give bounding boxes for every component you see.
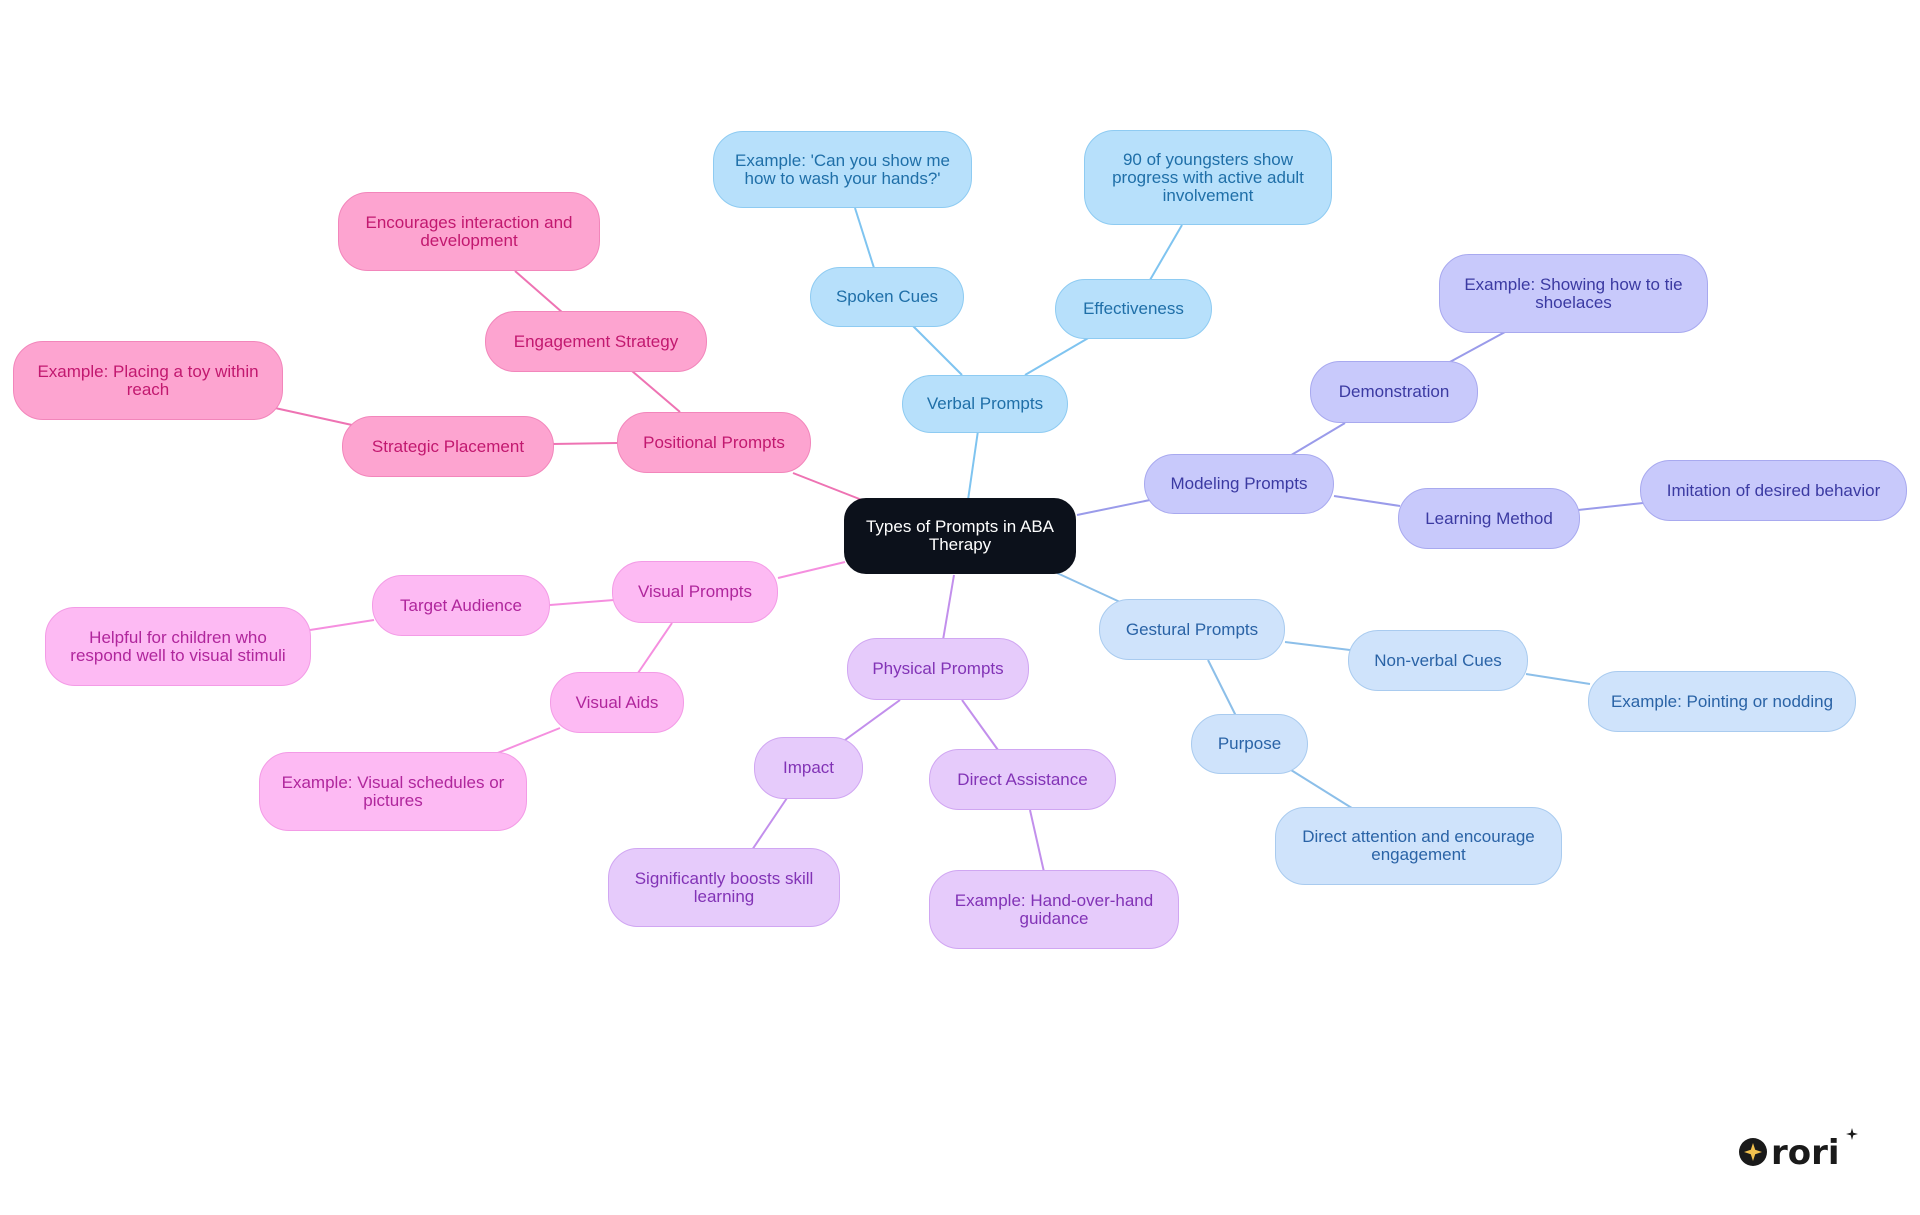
node-non-verbal-cues[interactable]: Non-verbal Cues (1348, 630, 1528, 691)
edge-positional-strategic (551, 442, 618, 445)
edge-nonverbal-example (1525, 673, 1591, 685)
edge-physical-impact (844, 699, 901, 741)
edge-visual-target (549, 599, 615, 606)
leaf-strategic-example[interactable]: Example: Placing a toy within reach (13, 341, 283, 420)
node-purpose[interactable]: Purpose (1191, 714, 1308, 774)
leaf-imitation[interactable]: Imitation of desired behavior (1640, 460, 1907, 521)
node-impact[interactable]: Impact (754, 737, 863, 799)
edge-gestural-purpose (1207, 659, 1237, 717)
logo-sparkle-icon (1846, 1128, 1858, 1140)
edge-strategic-example (274, 407, 353, 426)
edge-aids-example (489, 727, 561, 757)
branch-positional-prompts[interactable]: Positional Prompts (617, 412, 811, 473)
branch-gestural-prompts[interactable]: Gestural Prompts (1099, 599, 1285, 660)
edge-modeling-learning (1333, 495, 1401, 507)
node-spoken-cues[interactable]: Spoken Cues (810, 267, 964, 327)
logo-star-icon (1744, 1143, 1762, 1161)
edge-gestural-nonverbal (1284, 641, 1351, 651)
edge-verbal-spoken (911, 324, 963, 376)
node-effectiveness[interactable]: Effectiveness (1055, 279, 1212, 339)
edge-impact-example (751, 797, 788, 851)
leaf-target-helpful[interactable]: Helpful for children who respond well to… (45, 607, 311, 686)
edge-visual-aids (637, 622, 673, 674)
leaf-nonverbal-example[interactable]: Example: Pointing or nodding (1588, 671, 1856, 732)
leaf-effectiveness-stat[interactable]: 90 of youngsters show progress with acti… (1084, 130, 1332, 225)
branch-physical-prompts[interactable]: Physical Prompts (847, 638, 1029, 700)
node-target-audience[interactable]: Target Audience (372, 575, 550, 636)
edge-target-helpful (309, 619, 375, 631)
edge-modeling-demonstration (1287, 422, 1346, 458)
node-visual-aids[interactable]: Visual Aids (550, 672, 684, 733)
node-direct-assistance[interactable]: Direct Assistance (929, 749, 1116, 810)
leaf-impact-boost[interactable]: Significantly boosts skill learning (608, 848, 840, 927)
node-learning-method[interactable]: Learning Method (1398, 488, 1580, 549)
edge-root-physical (942, 574, 955, 641)
edge-root-modeling (1076, 499, 1151, 516)
edge-positional-engagement (631, 370, 681, 413)
leaf-purpose-direct[interactable]: Direct attention and encourage engagemen… (1275, 807, 1562, 885)
edge-root-positional (792, 472, 863, 501)
edge-demonstration-example (1447, 331, 1506, 364)
branch-modeling-prompts[interactable]: Modeling Prompts (1144, 454, 1334, 514)
root-node[interactable]: Types of Prompts in ABA Therapy (844, 498, 1076, 574)
edge-verbal-effectiveness (1024, 336, 1091, 376)
leaf-engagement-encourages[interactable]: Encourages interaction and development (338, 192, 600, 271)
branch-verbal-prompts[interactable]: Verbal Prompts (902, 375, 1068, 433)
edge-direct-example (1029, 809, 1045, 873)
leaf-demonstration-example[interactable]: Example: Showing how to tie shoelaces (1439, 254, 1708, 333)
edge-root-gestural (1056, 572, 1121, 603)
leaf-spoken-cues-example[interactable]: Example: 'Can you show me how to wash yo… (713, 131, 972, 208)
edge-physical-direct (961, 699, 999, 751)
edge-learning-imitation (1577, 502, 1644, 511)
node-strategic-placement[interactable]: Strategic Placement (342, 416, 554, 477)
leaf-visual-aids-example[interactable]: Example: Visual schedules or pictures (259, 752, 527, 831)
edge-engagement-encourages (514, 270, 564, 314)
edge-spoken-example (854, 207, 875, 269)
branch-visual-prompts[interactable]: Visual Prompts (612, 561, 778, 623)
node-demonstration[interactable]: Demonstration (1310, 361, 1478, 423)
edge-effectiveness-stat (1149, 224, 1183, 281)
rori-logo: rori (1739, 1128, 1858, 1170)
logo-wordmark: rori (1771, 1133, 1840, 1170)
edge-root-visual (777, 561, 846, 579)
leaf-direct-assistance-example[interactable]: Example: Hand-over-hand guidance (929, 870, 1179, 949)
node-engagement-strategy[interactable]: Engagement Strategy (485, 311, 707, 372)
edge-purpose-direct (1290, 769, 1356, 811)
